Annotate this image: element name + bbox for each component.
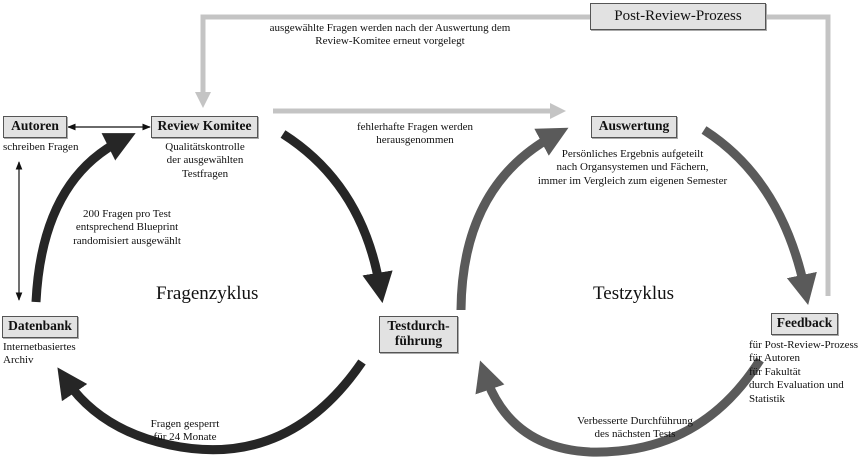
blueprint-label: 200 Fragen pro Test entsprechend Bluepri… <box>73 208 181 247</box>
arc-feedback-to-testdurchfuehrung <box>475 357 764 457</box>
post-review-prozess-box: Post-Review-Prozess <box>590 3 766 30</box>
fragen-gesperrt-label: Fragen gesperrt für 24 Monate <box>150 418 220 444</box>
arc-testdurchfuehrung-to-auswertung <box>456 127 569 311</box>
auswertung-box: Auswertung <box>591 116 677 138</box>
fragenzyklus-title: Fragenzyklus <box>156 283 259 304</box>
arc-komitee-to-testdurchfuehrung <box>280 130 393 304</box>
post-review-note: ausgewählte Fragen werden nach der Auswe… <box>269 22 511 48</box>
feedback-box: Feedback <box>771 313 838 335</box>
review-komitee-desc: Qualitätskontrolle der ausgewählten Test… <box>165 141 245 180</box>
verbesserte-durchfuehrung-label: Verbesserte Durchführung des nächsten Te… <box>577 415 693 441</box>
arc-datenbank-to-komitee <box>31 133 136 303</box>
feedback-desc: für Post-Review-Prozess für Autoren für … <box>749 339 859 405</box>
post-review-to-komitee-arrow <box>194 14 590 109</box>
testzyklus-title: Testzyklus <box>593 283 674 304</box>
post-review-return-line <box>767 14 831 296</box>
datenbank-desc: Internetbasiertes Archiv <box>3 341 76 367</box>
autoren-desc: schreiben Fragen <box>3 141 79 153</box>
fehlerhafte-fragen-label: fehlerhafte Fragen werden herausgenommen <box>356 121 474 147</box>
arc-auswertung-to-feedback <box>701 126 817 305</box>
autoren-box: Autoren <box>3 116 67 138</box>
arc-testdurchfuehrung-to-datenbank <box>57 359 366 455</box>
testdurchfuehrung-box: Testdurch- führung <box>379 316 458 353</box>
review-komitee-box: Review Komitee <box>151 116 258 138</box>
auswertung-desc: Persönliches Ergebnis aufgeteilt nach Or… <box>537 148 728 187</box>
datenbank-box: Datenbank <box>2 316 78 338</box>
